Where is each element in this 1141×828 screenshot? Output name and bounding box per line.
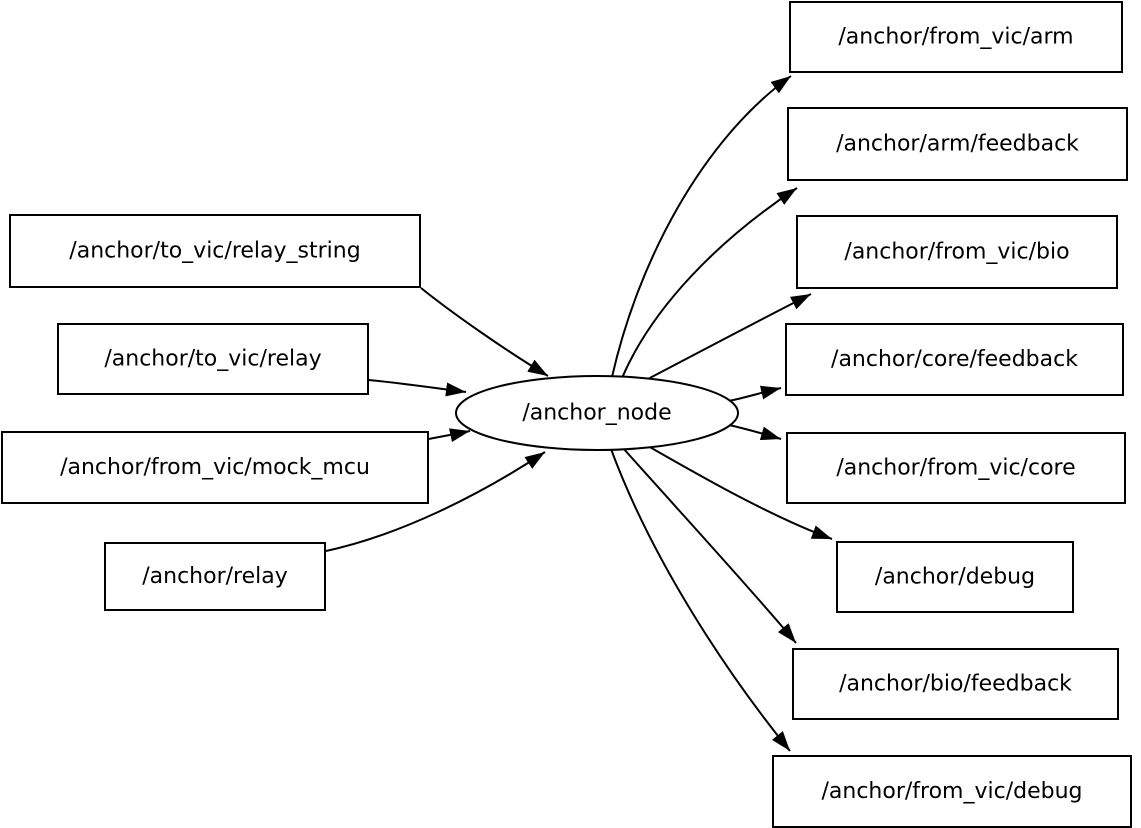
topic-box-from_vic_bio xyxy=(796,215,1118,289)
topic-core_feedback: /anchor/core/feedback xyxy=(785,323,1124,396)
node-label-debug: /anchor/debug xyxy=(875,565,1035,590)
node-label-core_feedback: /anchor/core/feedback xyxy=(831,347,1078,372)
topic-debug: /anchor/debug xyxy=(836,541,1074,613)
topic-from_vic_bio: /anchor/from_vic/bio xyxy=(796,215,1118,289)
topic-box-from_vic_core xyxy=(786,432,1126,504)
topic-box-from_vic_arm xyxy=(789,1,1123,73)
edge-anchor_node-to-core_feedback xyxy=(728,385,782,402)
topic-relay: /anchor/relay xyxy=(104,542,326,611)
topic-box-arm_feedback xyxy=(787,107,1128,181)
node-label-bio_feedback: /anchor/bio/feedback xyxy=(839,672,1072,697)
topic-box-core_feedback xyxy=(785,323,1124,396)
edge-anchor_node-to-from_vic_arm xyxy=(611,75,792,378)
node-label-from_vic_bio: /anchor/from_vic/bio xyxy=(844,240,1069,265)
topic-box-from_vic_debug xyxy=(772,755,1132,828)
node-label-arm_feedback: /anchor/arm/feedback xyxy=(836,132,1079,157)
node-label-from_vic_mock_mcu: /anchor/from_vic/mock_mcu xyxy=(60,455,370,480)
edge-anchor_node-to-arm_feedback xyxy=(621,187,798,379)
topic-box-bio_feedback xyxy=(792,648,1119,720)
topic-box-debug xyxy=(836,541,1074,613)
node-label-from_vic_core: /anchor/from_vic/core xyxy=(836,456,1075,481)
edge-anchor_node-to-debug xyxy=(647,445,833,540)
edge-relay-to-anchor_node xyxy=(325,451,546,552)
edge-to_vic_relay-to-anchor_node xyxy=(368,379,467,397)
edge-anchor_node-to-from_vic_debug xyxy=(610,448,791,752)
edge-to_vic_relay_string-to-anchor_node xyxy=(420,287,549,377)
topic-to_vic_relay_string: /anchor/to_vic/relay_string xyxy=(9,214,421,288)
topic-from_vic_debug: /anchor/from_vic/debug xyxy=(772,755,1132,828)
node-label-from_vic_arm: /anchor/from_vic/arm xyxy=(838,25,1073,50)
node-anchor_node: /anchor_node xyxy=(455,375,739,451)
topic-box-to_vic_relay_string xyxy=(9,214,421,288)
edge-anchor_node-to-bio_feedback xyxy=(622,447,797,644)
node-label-to_vic_relay: /anchor/to_vic/relay xyxy=(104,347,321,372)
topic-to_vic_relay: /anchor/to_vic/relay xyxy=(57,323,369,395)
node-label-from_vic_debug: /anchor/from_vic/debug xyxy=(821,779,1082,804)
topic-from_vic_arm: /anchor/from_vic/arm xyxy=(789,1,1123,73)
topic-from_vic_core: /anchor/from_vic/core xyxy=(786,432,1126,504)
node-ellipse-anchor_node xyxy=(455,375,739,451)
edge-from_vic_mock_mcu-to-anchor_node xyxy=(428,428,471,443)
topic-box-relay xyxy=(104,542,326,611)
edge-anchor_node-to-from_vic_core xyxy=(728,424,782,441)
topic-bio_feedback: /anchor/bio/feedback xyxy=(792,648,1119,720)
topic-from_vic_mock_mcu: /anchor/from_vic/mock_mcu xyxy=(1,431,429,504)
node-label-relay: /anchor/relay xyxy=(142,564,288,589)
topic-arm_feedback: /anchor/arm/feedback xyxy=(787,107,1128,181)
node-label-to_vic_relay_string: /anchor/to_vic/relay_string xyxy=(69,239,360,264)
topic-box-from_vic_mock_mcu xyxy=(1,431,429,504)
node-label-anchor_node: /anchor_node xyxy=(522,401,671,426)
topic-box-to_vic_relay xyxy=(57,323,369,395)
edge-anchor_node-to-from_vic_bio xyxy=(645,293,812,381)
edges-layer xyxy=(325,75,833,752)
